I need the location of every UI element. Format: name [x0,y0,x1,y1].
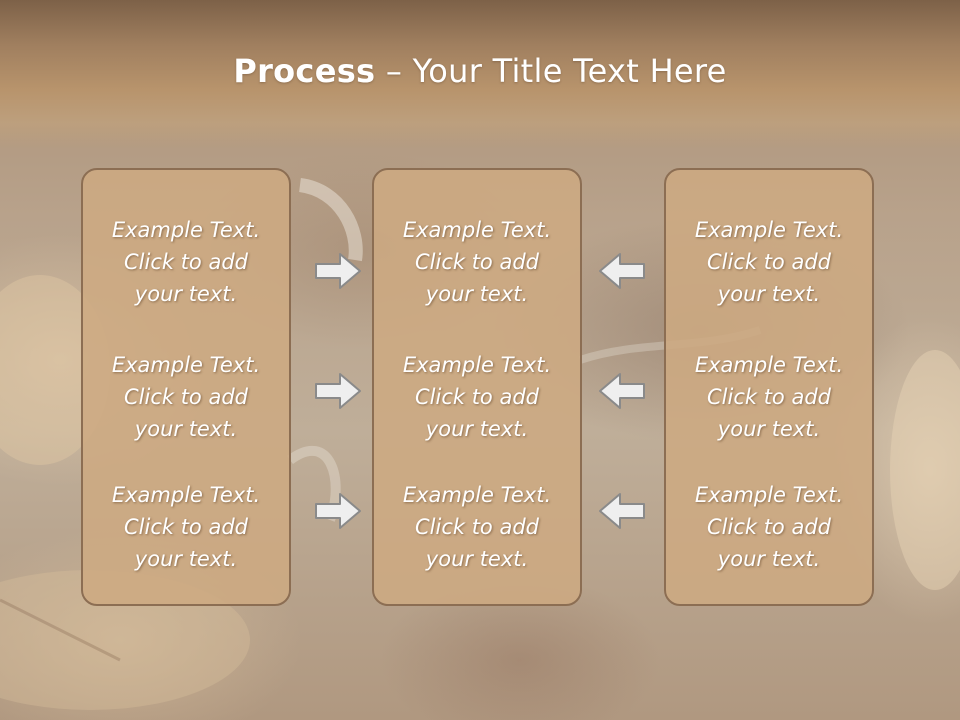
text-line: Example Text. [111,353,261,377]
text-placeholder[interactable]: Example Text. Click to add your text. [666,349,872,445]
slide-title[interactable]: Process – Your Title Text Here [0,52,960,90]
right-arrow-icon[interactable] [314,491,362,531]
process-panel-right[interactable]: Example Text. Click to add your text. Ex… [664,168,874,606]
text-line: Example Text. [694,218,844,242]
text-placeholder[interactable]: Example Text. Click to add your text. [666,479,872,575]
text-line: Click to add [414,250,539,274]
text-line: Click to add [123,250,248,274]
text-placeholder[interactable]: Example Text. Click to add your text. [374,214,580,310]
text-line: Click to add [706,250,831,274]
title-bold: Process [233,52,376,90]
text-line: your text. [134,282,238,306]
left-arrow-icon[interactable] [598,491,646,531]
text-line: Click to add [706,515,831,539]
text-line: Example Text. [694,353,844,377]
text-line: your text. [717,547,821,571]
text-line: your text. [717,282,821,306]
text-line: your text. [717,417,821,441]
text-placeholder[interactable]: Example Text. Click to add your text. [374,479,580,575]
text-placeholder[interactable]: Example Text. Click to add your text. [374,349,580,445]
process-panel-center[interactable]: Example Text. Click to add your text. Ex… [372,168,582,606]
process-panel-left[interactable]: Example Text. Click to add your text. Ex… [81,168,291,606]
text-line: Click to add [414,385,539,409]
title-bar [0,0,960,150]
text-line: Click to add [414,515,539,539]
text-line: your text. [425,417,529,441]
text-line: Click to add [706,385,831,409]
text-placeholder[interactable]: Example Text. Click to add your text. [83,479,289,575]
title-rest: – Your Title Text Here [375,52,727,90]
text-line: Click to add [123,515,248,539]
right-arrow-icon[interactable] [314,251,362,291]
text-line: Example Text. [402,483,552,507]
text-placeholder[interactable]: Example Text. Click to add your text. [83,349,289,445]
left-arrow-icon[interactable] [598,251,646,291]
text-line: Example Text. [402,353,552,377]
text-line: Example Text. [694,483,844,507]
text-line: Example Text. [402,218,552,242]
text-line: Example Text. [111,483,261,507]
left-arrow-icon[interactable] [598,371,646,411]
right-arrow-icon[interactable] [314,371,362,411]
text-line: your text. [134,547,238,571]
text-line: your text. [134,417,238,441]
text-placeholder[interactable]: Example Text. Click to add your text. [83,214,289,310]
text-placeholder[interactable]: Example Text. Click to add your text. [666,214,872,310]
text-line: your text. [425,282,529,306]
text-line: Click to add [123,385,248,409]
text-line: your text. [425,547,529,571]
text-line: Example Text. [111,218,261,242]
